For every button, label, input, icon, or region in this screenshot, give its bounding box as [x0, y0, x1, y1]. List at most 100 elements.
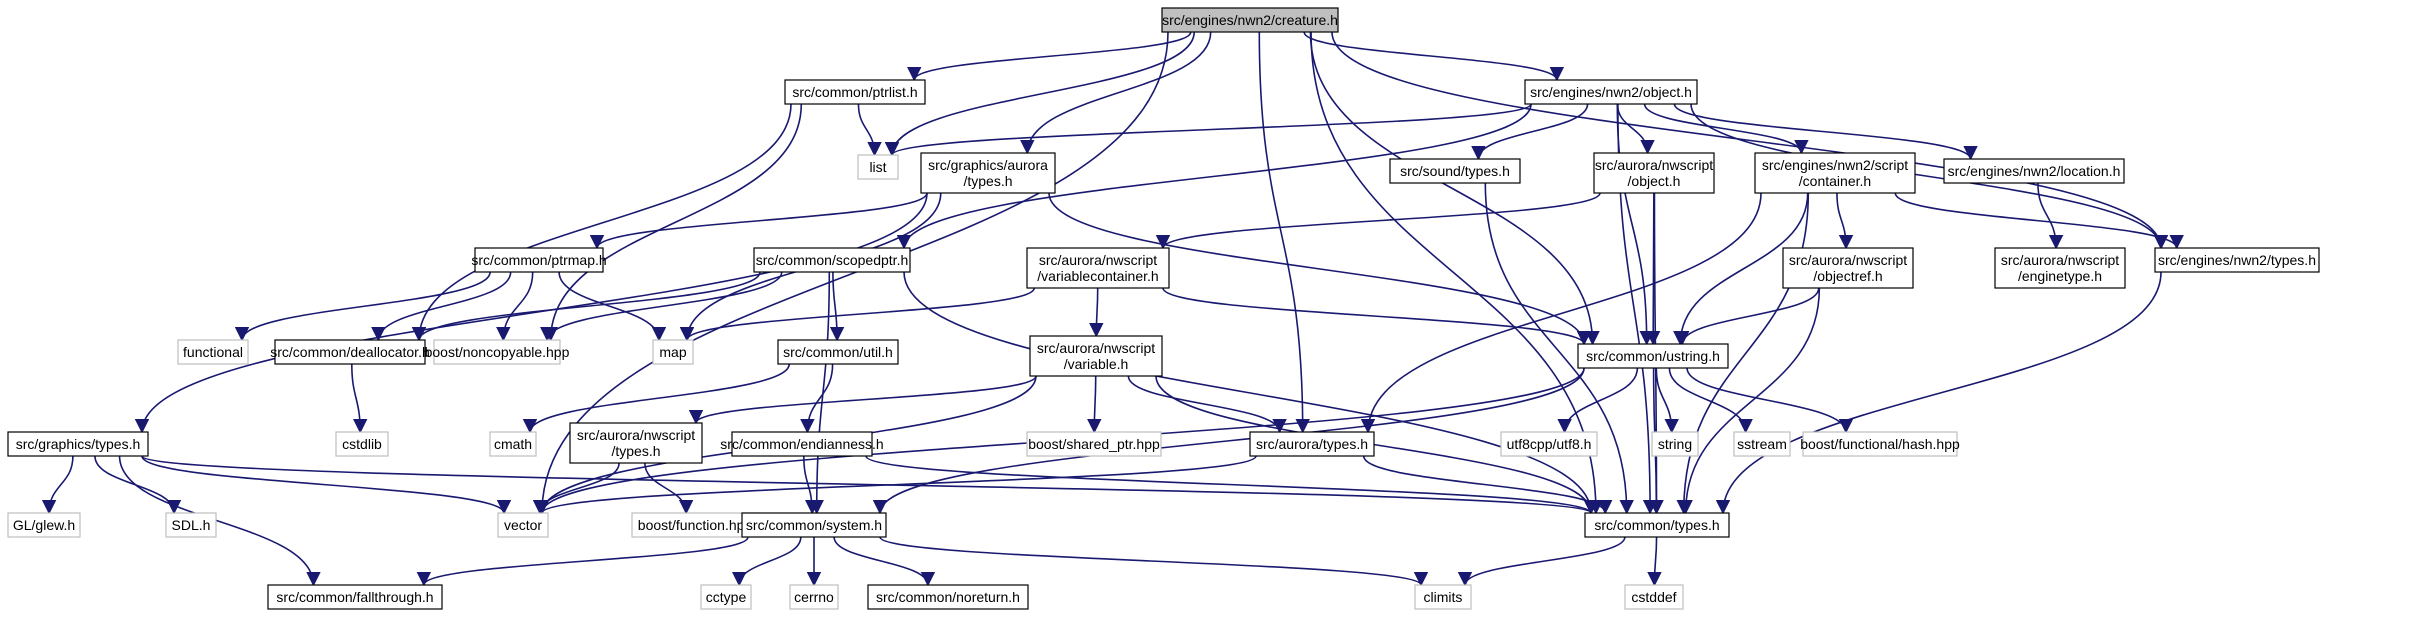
- node-box: [7, 512, 81, 538]
- node-box: [1389, 158, 1521, 184]
- edge-util_h-to-endianness_h: [800, 363, 834, 434]
- node-hash-hpp: boost/functional/hash.hpp: [1800, 431, 1960, 457]
- node-fallthrough-h[interactable]: src/common/fallthrough.h: [267, 584, 443, 610]
- node-noreturn-h[interactable]: src/common/noreturn.h: [867, 584, 1029, 610]
- node-label: cmath: [494, 436, 532, 452]
- node-label: src/engines/nwn2/location.h: [1948, 163, 2121, 179]
- node-label: src/aurora/nwscript: [1789, 252, 1907, 268]
- edge-nwscript_types_h-to-vector: [532, 462, 620, 515]
- node-graphics-aurora-types-h[interactable]: src/graphics/aurora/types.h: [920, 152, 1056, 194]
- edge-aurora_types_h-to-common_types_h: [1362, 455, 1613, 515]
- node-deallocator-h[interactable]: src/common/deallocator.h: [270, 339, 430, 365]
- node-ptrlist-h[interactable]: src/common/ptrlist.h: [784, 79, 926, 105]
- node-ptrmap-h[interactable]: src/common/ptrmap.h: [471, 247, 607, 273]
- edge-scopedptr_h-to-util_h: [829, 271, 845, 342]
- node-objectref-h[interactable]: src/aurora/nwscript/objectref.h: [1782, 247, 1914, 289]
- node-label: src/graphics/types.h: [16, 436, 141, 452]
- edge-nwn2_types_h-to-common_types_h: [1715, 271, 2162, 515]
- edge-variablecontainer_h-to-variable_h: [1089, 287, 1104, 338]
- node-aurora-types-h[interactable]: src/aurora/types.h: [1249, 431, 1375, 457]
- node-label: src/common/types.h: [1594, 517, 1719, 533]
- node-object-h[interactable]: src/engines/nwn2/object.h: [1524, 79, 1698, 105]
- node-box: [652, 339, 694, 365]
- node-sound-types-h[interactable]: src/sound/types.h: [1389, 158, 1521, 184]
- edge-graphics_types_h-to-common_types_h: [141, 455, 1598, 515]
- node-scopedptr-h[interactable]: src/common/scopedptr.h: [753, 247, 911, 273]
- edge-object_h-to-sound_types_h: [1471, 103, 1589, 161]
- node-label: src/sound/types.h: [1400, 163, 1510, 179]
- node-label: /container.h: [1799, 173, 1871, 189]
- node-box: [335, 431, 389, 457]
- edge-scopedptr_h-to-common_types_h: [903, 271, 1599, 515]
- node-label: string: [1658, 436, 1692, 452]
- node-label: cstddef: [1631, 589, 1676, 605]
- node-label: cctype: [706, 589, 747, 605]
- node-label: cstdlib: [342, 436, 382, 452]
- node-label: src/aurora/types.h: [1256, 436, 1368, 452]
- node-nwscript-object-h[interactable]: src/aurora/nwscript/object.h: [1593, 152, 1715, 194]
- node-label: boost/shared_ptr.hpp: [1028, 436, 1160, 452]
- node-label: src/common/scopedptr.h: [756, 252, 909, 268]
- edge-common_types_h-to-climits: [1457, 536, 1626, 587]
- node-box: [1733, 431, 1791, 457]
- edge-endianness_h-to-common_types_h: [865, 455, 1598, 515]
- node-script-container-h[interactable]: src/engines/nwn2/script/container.h: [1754, 152, 1916, 194]
- node-label: src/aurora/nwscript: [1039, 252, 1157, 268]
- node-common-types-h[interactable]: src/common/types.h: [1584, 512, 1730, 538]
- edge-endianness_h-to-system_h: [803, 455, 820, 515]
- node-box: [474, 247, 604, 273]
- node-box: [741, 512, 887, 538]
- edge-variablecontainer_h-to-ustring_h: [1162, 287, 1592, 346]
- edge-ptrlist_h-to-noncopyable_hpp: [543, 103, 803, 342]
- node-label: src/common/ptrlist.h: [792, 84, 917, 100]
- edge-aurora_types_h-to-vector: [535, 455, 1257, 515]
- node-nwn2-types-h[interactable]: src/engines/nwn2/types.h: [2154, 247, 2320, 273]
- node-box: [1943, 158, 2125, 184]
- edge-scopedptr_h-to-noncopyable_hpp: [540, 271, 783, 342]
- node-box: [1624, 584, 1684, 610]
- node-creature-h[interactable]: src/engines/nwn2/creature.h: [1161, 7, 1339, 33]
- node-label: cerrno: [794, 589, 834, 605]
- node-location-h[interactable]: src/engines/nwn2/location.h: [1943, 158, 2125, 184]
- node-box: [1782, 247, 1914, 289]
- node-label: list: [869, 159, 886, 175]
- edge-creature_h-to-object_h: [1303, 31, 1564, 82]
- node-variable-h[interactable]: src/aurora/nwscript/variable.h: [1029, 335, 1163, 377]
- node-label: /enginetype.h: [2018, 268, 2102, 284]
- node-box: [1651, 431, 1699, 457]
- edge-ustring_h-to-utf8_h: [1557, 367, 1639, 434]
- node-cerrno: cerrno: [789, 584, 839, 610]
- node-sdl-h: SDL.h: [165, 512, 217, 538]
- node-vector: vector: [497, 512, 549, 538]
- edge-variable_h-to-nwscript_types_h: [688, 375, 1037, 425]
- node-nwscript-types-h[interactable]: src/aurora/nwscript/types.h: [569, 422, 703, 464]
- edge-variable_h-to-aurora_types_h: [1127, 375, 1287, 434]
- node-enginetype-h[interactable]: src/aurora/nwscript/enginetype.h: [1994, 247, 2126, 289]
- node-system-h[interactable]: src/common/system.h: [741, 512, 887, 538]
- node-box: [857, 154, 899, 180]
- node-cctype: cctype: [700, 584, 752, 610]
- node-label: src/common/noreturn.h: [876, 589, 1020, 605]
- edge-graphics_types_h-to-glew_h: [41, 455, 74, 515]
- node-functional: functional: [177, 339, 249, 365]
- edge-script_container_h-to-aurora_types_h: [1360, 192, 1762, 434]
- node-function-hpp: boost/function.hpp: [631, 512, 759, 538]
- edge-system_h-to-cctype: [732, 536, 802, 587]
- node-variablecontainer-h[interactable]: src/aurora/nwscript/variablecontainer.h: [1026, 247, 1170, 289]
- node-endianness-h[interactable]: src/common/endianness.h: [720, 431, 884, 457]
- edge-object_h-to-location_h: [1673, 103, 1978, 161]
- node-util-h[interactable]: src/common/util.h: [777, 339, 899, 365]
- node-box: [1026, 247, 1170, 289]
- node-box: [1524, 79, 1698, 105]
- node-box: [433, 339, 561, 365]
- edge-ptrlist_h-to-deallocator_h: [411, 103, 792, 342]
- edge-creature_h-to-list: [884, 31, 1195, 157]
- edge-creature_h-to-ptrlist_h: [907, 31, 1192, 82]
- node-graphics-types-h[interactable]: src/graphics/types.h: [7, 431, 149, 457]
- edge-script_container_h-to-nwn2_types_h: [1894, 192, 2184, 250]
- node-box: [2154, 247, 2320, 273]
- node-ustring-h[interactable]: src/common/ustring.h: [1577, 343, 1729, 369]
- node-box: [569, 422, 703, 464]
- node-label: src/common/ptrmap.h: [471, 252, 606, 268]
